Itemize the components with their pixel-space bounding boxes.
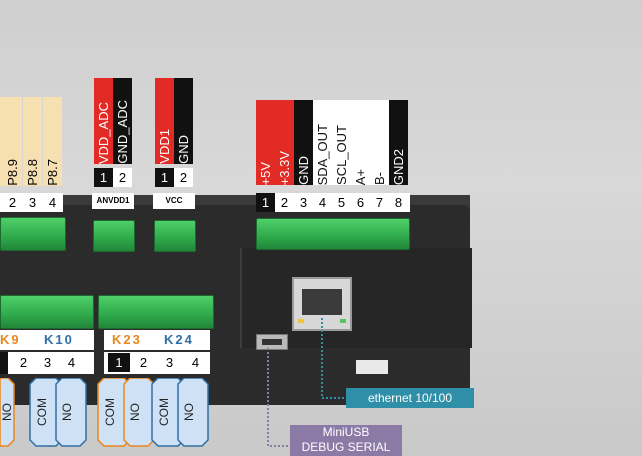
adc-header-numbers: 1 2 — [94, 168, 132, 187]
ethernet-callout: ethernet 10/100 — [346, 388, 474, 408]
left-header: P8.9 P8.8 P8.7 — [0, 97, 63, 186]
relay-terminal-no — [0, 378, 15, 447]
usb-leader-line — [267, 348, 290, 447]
relay-k10-label: K10 — [44, 332, 74, 347]
terminal-block-vcc — [154, 220, 196, 252]
relay-terminal-com — [97, 378, 131, 447]
terminal-block-adc — [93, 220, 135, 252]
main-header-numbers: 1 2 3 4 5 6 7 8 — [256, 193, 410, 212]
relay-terminal-shapes — [0, 378, 209, 447]
pin-label-vdd-adc: VDD_ADC — [94, 78, 113, 164]
pin-label-p8-7: P8.7 — [43, 97, 62, 186]
relay-terminal-com — [151, 378, 185, 447]
pin-label-p8-9: P8.9 — [3, 97, 22, 186]
miniusb-callout: MiniUSB DEBUG SERIAL — [290, 425, 402, 456]
pin-label-p8-8: P8.8 — [23, 97, 42, 186]
relay-k24-label: K24 — [164, 332, 194, 347]
adc-header: VDD_ADC GND_ADC — [94, 78, 132, 164]
terminal-block-p8 — [0, 217, 66, 251]
relay-numbers-left: 2 3 4 — [0, 352, 94, 374]
ethernet-led-icon — [340, 319, 346, 323]
relay-numbers-right: 1 2 3 4 — [104, 352, 210, 374]
relay-terminal-com — [29, 378, 63, 447]
relay-terminal-no — [123, 378, 155, 447]
pin-label-gnd2: GND2 — [389, 100, 408, 185]
ethernet-led-icon — [298, 319, 304, 323]
pin-label-5v: +5V — [256, 100, 275, 185]
relay-k9-label: K9 — [0, 332, 21, 347]
miniusb-callout-line1: MiniUSB — [322, 425, 370, 439]
tag-vcc: VCC — [153, 193, 195, 209]
relay-k23-label: K23 — [112, 332, 142, 347]
pin-label-scl-out: SCL_OUT — [332, 100, 351, 185]
pin-label-3v3: +3.3V — [275, 100, 294, 185]
vcc-header-numbers: 1 2 — [155, 168, 193, 187]
tag-anvdd1: ANVDD1 — [92, 193, 134, 209]
terminal-block-main — [256, 218, 410, 250]
main-header: +5V +3.3V GND SDA_OUT SCL_OUT A+ B- GND2 — [256, 100, 410, 185]
pin-label-a-plus: A+ — [351, 100, 370, 185]
pin-label-b-minus: B- — [370, 100, 389, 185]
pin-label-gnd-main: GND — [294, 100, 313, 185]
ethernet-leader-line — [321, 318, 346, 399]
relay-terminal-no — [55, 378, 87, 447]
miniusb-callout-line2: DEBUG SERIAL — [301, 440, 391, 454]
miniusb-port — [256, 334, 288, 350]
relay-label-k9-k10: K9 K10 — [0, 330, 94, 350]
reset-button — [356, 360, 388, 374]
terminal-block-k9-k10 — [0, 295, 94, 329]
vcc-header: VDD1 GND — [155, 78, 193, 164]
terminal-block-k23-k24 — [98, 295, 214, 329]
left-header-numbers: 2 3 4 — [0, 193, 63, 212]
relay-label-k23-k24: K23 K24 — [104, 330, 210, 350]
board-port-panel — [240, 248, 472, 348]
relay-terminal-no — [177, 378, 209, 447]
pin-label-vdd1: VDD1 — [155, 78, 174, 164]
pin-label-gnd: GND — [174, 78, 193, 164]
pin-label-sda-out: SDA_OUT — [313, 100, 332, 185]
pin-label-gnd-adc: GND_ADC — [113, 78, 132, 164]
